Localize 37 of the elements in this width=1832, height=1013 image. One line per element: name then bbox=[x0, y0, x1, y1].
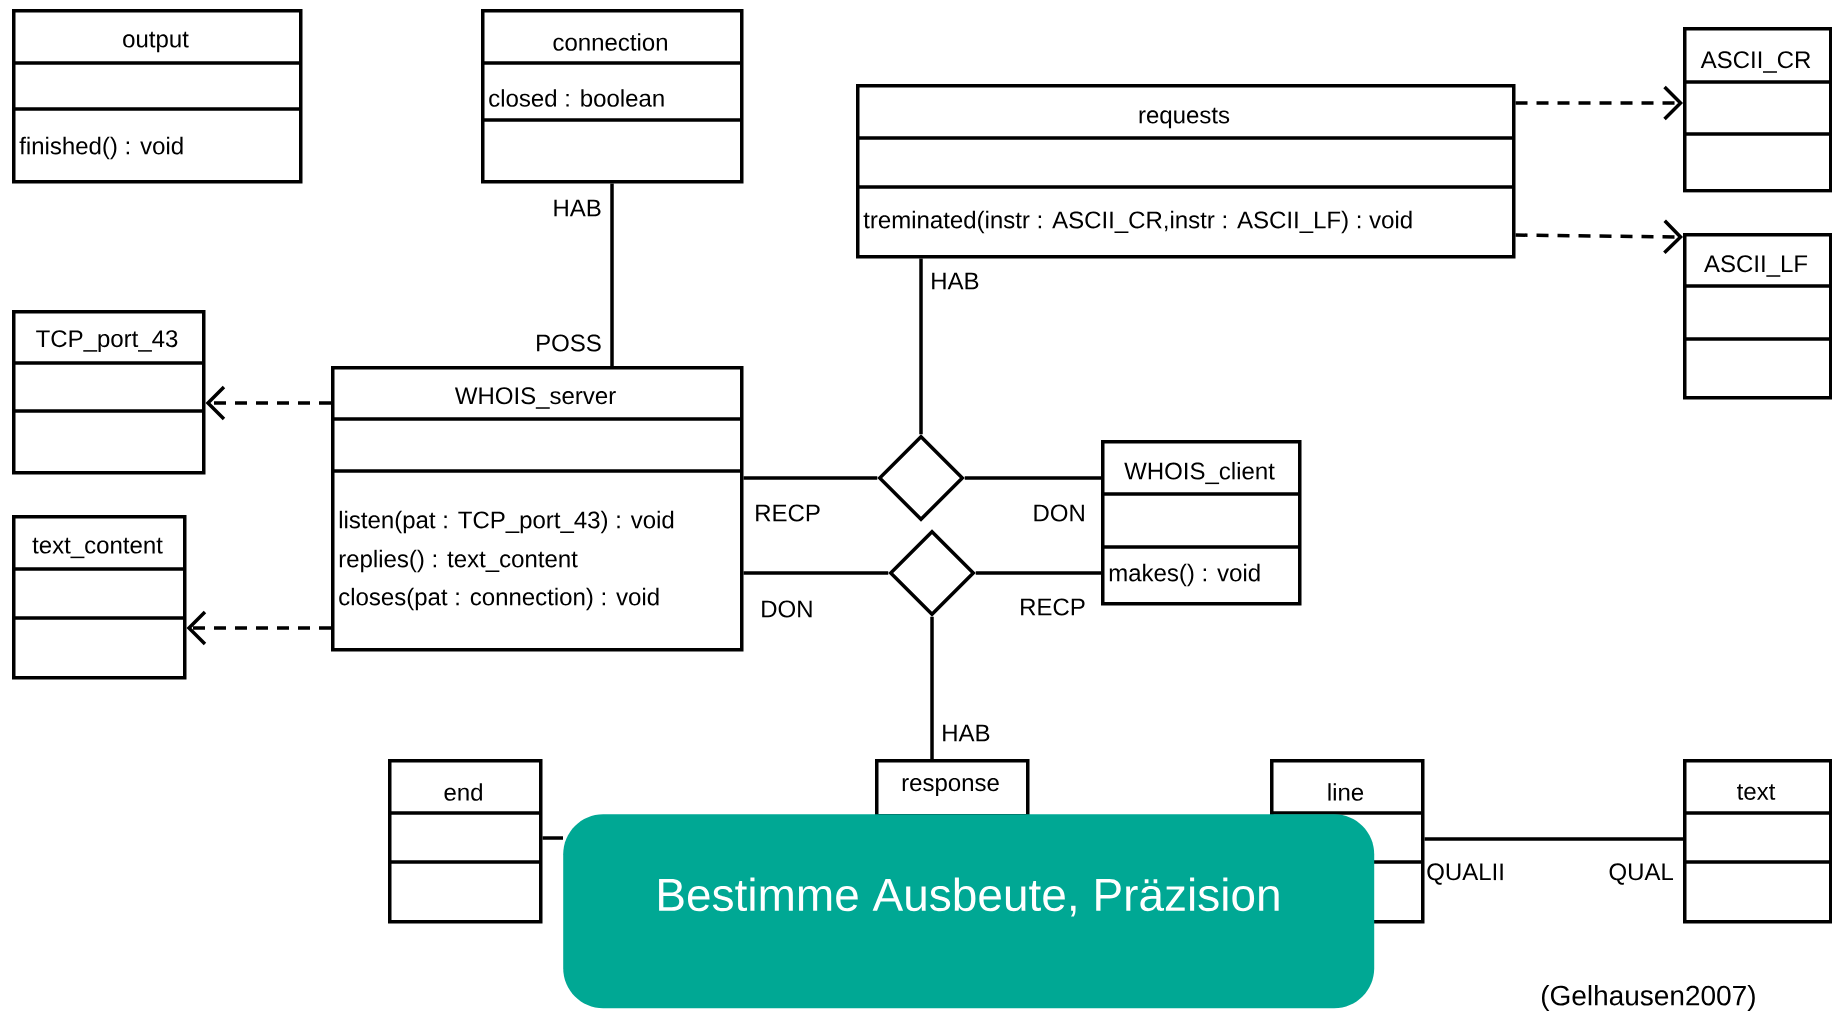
role-label: QUAL bbox=[1609, 863, 1673, 885]
class-box: end bbox=[388, 759, 543, 924]
association-line bbox=[1424, 837, 1683, 841]
class-box: ASCII_LF bbox=[1683, 233, 1832, 400]
association-line bbox=[743, 476, 878, 480]
association-line bbox=[930, 616, 934, 759]
class-box: text bbox=[1683, 759, 1832, 924]
role-label: HAB bbox=[554, 199, 601, 217]
class-box: requests treminated(instr : ASCII_CR,instr : ASCII_LF) : void bbox=[856, 84, 1516, 259]
association-diamond bbox=[888, 529, 976, 617]
class-box: WHOIS_client makes() : void bbox=[1101, 440, 1302, 606]
class-box: connection closed : boolean bbox=[481, 9, 744, 184]
association-line bbox=[964, 476, 1101, 480]
association-line bbox=[610, 183, 614, 366]
callout-toast: Bestimme Ausbeute, Präzision bbox=[563, 814, 1375, 1009]
role-label: HAB bbox=[943, 724, 990, 742]
dependency-arrow bbox=[205, 385, 331, 421]
association-diamond bbox=[877, 434, 965, 522]
role-label: RECP bbox=[756, 504, 820, 522]
citation: (Gelhausen2007) bbox=[1541, 985, 1755, 1012]
class-box: TCP_port_43 bbox=[12, 310, 206, 475]
role-label: HAB bbox=[932, 272, 979, 290]
class-box: WHOIS_server listen(pat : TCP_port_43) : void replies() : text_content closes(pat : connection) : void bbox=[331, 366, 744, 652]
association-line bbox=[919, 258, 923, 435]
role-label: QUALII bbox=[1427, 863, 1503, 885]
dependency-arrow bbox=[1515, 85, 1683, 121]
class-box: text_content bbox=[12, 515, 187, 680]
class-box: output finished() : void bbox=[12, 9, 303, 184]
role-label: DON bbox=[1034, 504, 1084, 522]
dependency-arrow bbox=[1515, 219, 1683, 255]
class-box: ASCII_CR bbox=[1683, 27, 1832, 193]
role-label: RECP bbox=[1021, 598, 1085, 616]
association-line bbox=[542, 836, 563, 840]
association-line bbox=[975, 571, 1101, 575]
role-label: POSS bbox=[537, 334, 601, 352]
association-line bbox=[743, 571, 889, 575]
dependency-arrow bbox=[186, 610, 331, 646]
